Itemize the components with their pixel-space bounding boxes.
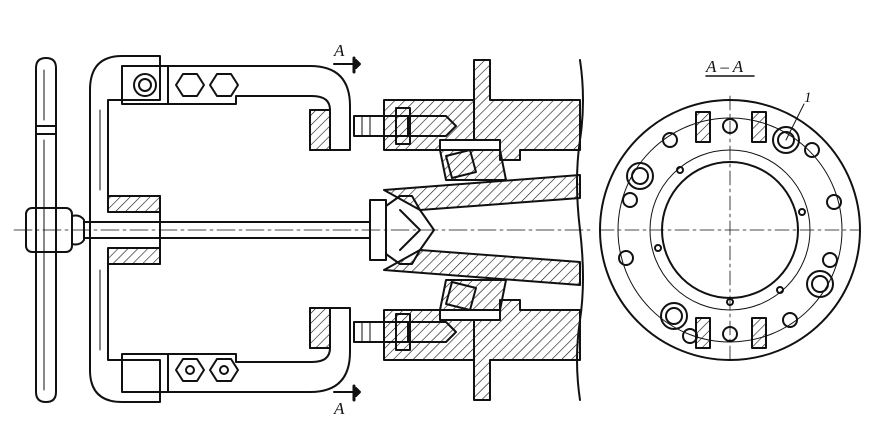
- section-label-bottom: A: [333, 399, 345, 418]
- section-view-title: A – A: [705, 57, 744, 76]
- callout-number: 1: [804, 90, 812, 106]
- screw-shaft: [83, 221, 371, 239]
- upper-claw: [121, 65, 351, 151]
- section-mark-top: [333, 56, 361, 74]
- section-mark-bottom: [333, 384, 361, 402]
- lower-stud: [353, 313, 457, 351]
- puller-body: [89, 55, 161, 403]
- section-label-top: A: [333, 41, 345, 60]
- lower-claw: [121, 307, 351, 393]
- section-view: [599, 75, 861, 365]
- upper-stud: [353, 107, 457, 145]
